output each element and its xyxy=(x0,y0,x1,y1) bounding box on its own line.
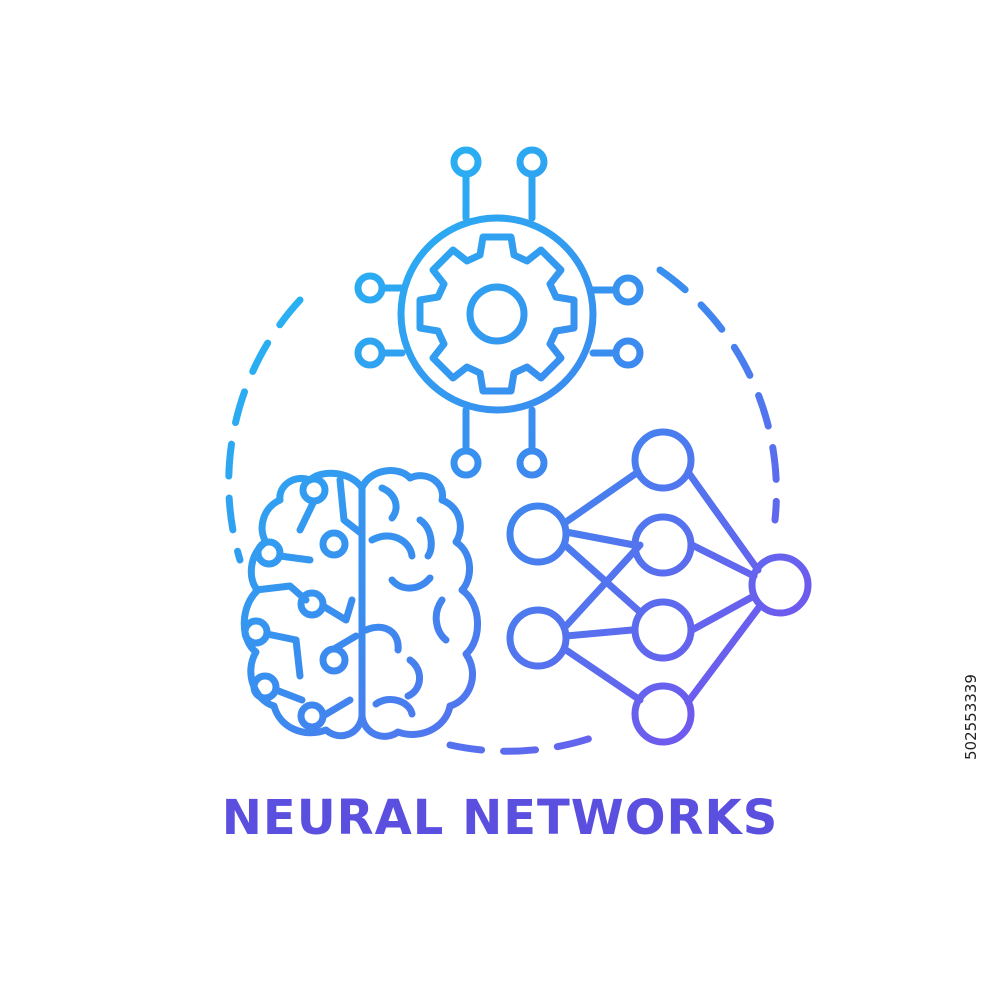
stock-image-id: 502553339 xyxy=(962,674,980,760)
page-title: NEURAL NETWORKS xyxy=(221,790,779,846)
dashed-circle-frame xyxy=(225,266,780,755)
brain-circuit-icon xyxy=(240,467,481,740)
gear-chip-icon xyxy=(354,146,644,479)
neural-network-graph-icon xyxy=(506,428,812,746)
